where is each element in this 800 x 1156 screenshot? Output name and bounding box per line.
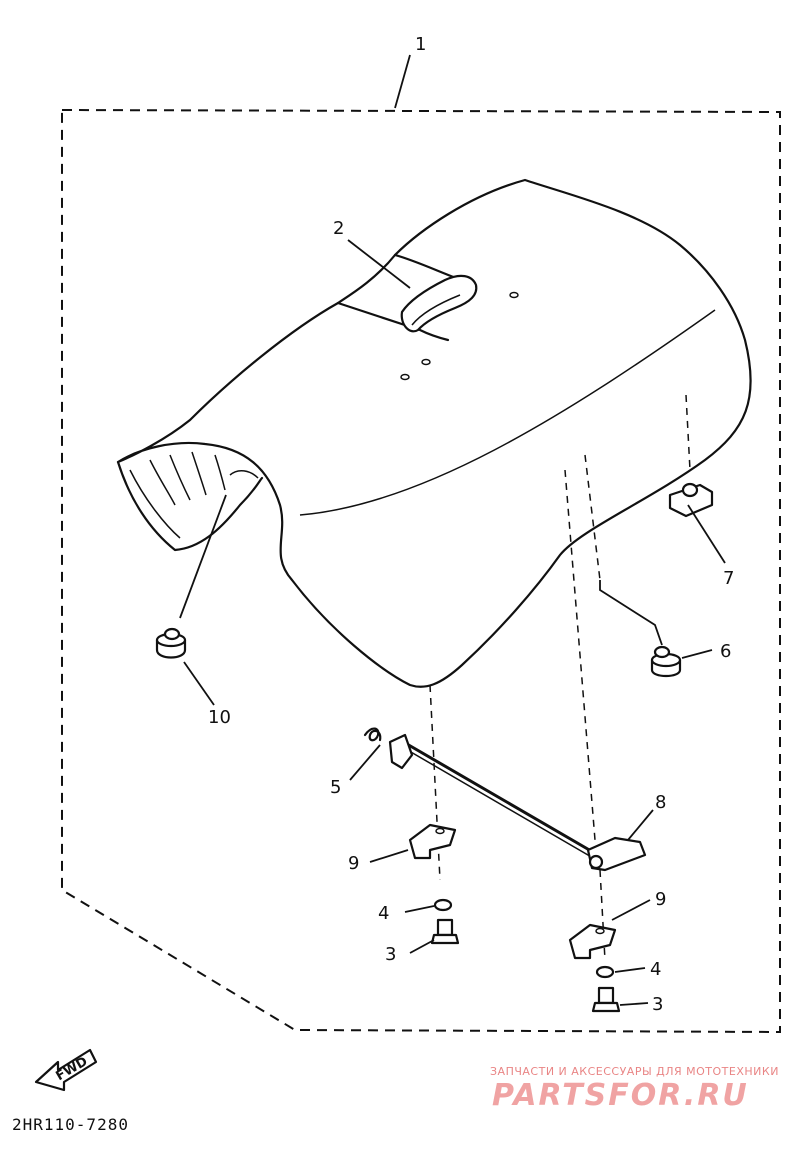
forward-arrow-icon: FWD (34, 1048, 98, 1092)
clip-part (668, 482, 714, 518)
watermark-tagline: ЗАПЧАСТИ И АКСЕССУАРЫ ДЛЯ МОТОТЕХНИКИ (490, 1065, 779, 1078)
lock-rod-part (388, 733, 647, 872)
callout-7: 7 (723, 568, 734, 589)
callout-5: 5 (330, 777, 341, 798)
seat-strap-part (400, 274, 478, 333)
callout-3-right: 3 (652, 994, 663, 1015)
callout-2: 2 (333, 218, 344, 239)
reference-code: 2HR110-7280 (12, 1115, 129, 1134)
bolt-part (430, 918, 460, 945)
callout-9-right: 9 (655, 889, 666, 910)
assembly-frame (61, 108, 781, 1034)
seat-body (116, 178, 752, 688)
watermark-brand: PARTSFOR.RU (492, 1078, 749, 1113)
callout-3-left: 3 (385, 944, 396, 965)
callout-1: 1 (415, 34, 426, 55)
callout-4-left: 4 (378, 903, 389, 924)
callout-9-left: 9 (348, 853, 359, 874)
callout-10: 10 (208, 707, 231, 728)
callout-4-right: 4 (650, 959, 661, 980)
bracket-part-right (568, 923, 617, 960)
callout-8: 8 (655, 792, 666, 813)
damper-part (650, 645, 682, 678)
spring-part (363, 727, 382, 742)
callout-6: 6 (720, 641, 731, 662)
washer-part-right (595, 965, 615, 979)
bracket-part (408, 823, 457, 860)
bolt-part-right (591, 986, 621, 1013)
washer-part (433, 898, 453, 912)
leader-lines (179, 54, 726, 1006)
fwd-label: FWD (53, 1054, 90, 1084)
damper-part-rear (155, 627, 187, 659)
